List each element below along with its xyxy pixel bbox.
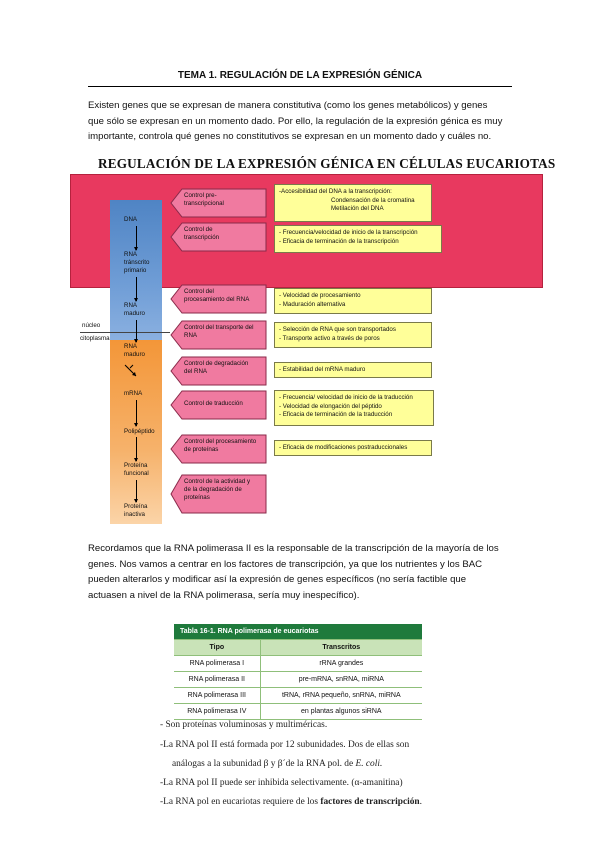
detail-box-protein-processing: - Eficacia de modificaciones postraducci… (274, 440, 432, 456)
control-rna-transport: Control del transporte del RNA (170, 320, 267, 350)
column-item-mrna: mRNA (124, 390, 143, 397)
detail-line: - Eficacia de terminación de la transcri… (279, 237, 399, 245)
paragraph-line: genes. Nos vamos a centrar en los factor… (88, 558, 483, 570)
control-label: Control de transcripción (184, 226, 220, 241)
detail-line: - Maduración alternativa (279, 300, 346, 308)
table-cell: en plantas algunos siRNA (260, 703, 422, 720)
detail-box-rna-processing: - Velocidad de procesamiento - Maduració… (274, 288, 432, 314)
detail-box-transcription: - Frecuencia/velocidad de inicio de la t… (274, 225, 442, 253)
column-item-functional-protein: Proteína funcional (124, 462, 149, 477)
flow-arrow (134, 277, 138, 302)
table-caption: Tabla 16-1. RNA polimerasa de eucariotas (174, 624, 422, 640)
detail-line: Metilación del DNA (331, 205, 384, 212)
paragraph-line: Recordamos que la RNA polimerasa II es l… (88, 543, 499, 554)
cytoplasm-label: citoplasma (80, 335, 110, 342)
detail-line: - Frecuencia/velocidad de inicio de la t… (279, 229, 418, 236)
detail-box-rna-degradation: - Estabilidad del mRNA maduro (274, 362, 432, 378)
flow-arrow (134, 437, 138, 462)
note-line: - Son proteínas voluminosas y multiméric… (160, 720, 328, 730)
paragraph-line: pueden alterarlos y modificar así la exp… (88, 574, 467, 585)
column-item-dna: DNA (124, 216, 138, 223)
table-row: RNA polimerasa II pre-mRNA, snRNA, miRNA (174, 671, 422, 688)
table-cell: RNA polimerasa III (174, 687, 261, 704)
table-cell: RNA polimerasa I (174, 655, 261, 672)
table-header: Transcritos (260, 639, 422, 656)
title-underline (88, 86, 512, 87)
detail-box-translation: - Frecuencia/ velocidad de inicio de la … (274, 390, 434, 426)
control-label: Control del procesamiento de proteínas (184, 438, 257, 453)
note-text: -La RNA pol en eucariotas requiere de lo… (160, 797, 321, 807)
table-cell: pre-mRNA, snRNA, miRNA (260, 671, 422, 688)
table-row: RNA polimerasa IV en plantas algunos siR… (174, 703, 422, 720)
intro-line: importante, controla qué genes no consti… (88, 131, 492, 142)
note-line: -La RNA pol II puede ser inhibida select… (160, 778, 403, 788)
note-text: . (419, 797, 422, 807)
table-cell: RNA polimerasa IV (174, 703, 261, 720)
detail-line: - Frecuencia/ velocidad de inicio de la … (279, 394, 413, 401)
table-row: RNA polimerasa III tRNA, rRNA pequeño, s… (174, 687, 422, 704)
figure-title: REGULACIÓN DE LA EXPRESIÓN GÉNICA EN CÉL… (98, 156, 556, 171)
note-species: E. coli. (355, 759, 383, 769)
note-text: análogas a la subunidad β y β´de la RNA … (172, 759, 356, 769)
detail-line: - Estabilidad del mRNA maduro (279, 366, 366, 373)
detail-line: - Selección de RNA que son transportados (279, 326, 396, 333)
detail-line: -Accesibilidad del DNA a la transcripció… (279, 188, 392, 195)
degradation-arrow-icon (124, 364, 137, 377)
control-pretranscriptional: Control pre- transcripcional (170, 188, 267, 218)
detail-line: - Eficacia de terminación de la traducci… (279, 411, 393, 418)
page-title: TEMA 1. REGULACIÓN DE LA EXPRESIÓN GÉNIC… (177, 70, 423, 81)
rna-pol-paragraph: Recordamos que la RNA polimerasa II es l… (88, 541, 512, 603)
detail-box-pretranscriptional: -Accesibilidad del DNA a la transcripció… (274, 184, 432, 222)
column-item-inactive-protein: Proteína inactiva (124, 503, 148, 518)
table-cell: rRNA grandes (260, 655, 422, 672)
control-label: Control de traducción (184, 400, 243, 407)
flow-arrow (134, 320, 138, 343)
detail-line: - Transporte activo a través de poros (279, 334, 380, 342)
flow-arrow (134, 226, 138, 251)
detail-line: - Eficacia de modificaciones postraducci… (279, 444, 408, 451)
control-label: Control pre- transcripcional (184, 192, 224, 207)
paragraph-line: actuasen a nivel de la RNA polimerasa, s… (88, 589, 360, 601)
note-line: -La RNA pol en eucariotas requiere de lo… (160, 797, 422, 807)
note-line: -La RNA pol II está formada por 12 subun… (160, 740, 410, 750)
detail-line: - Velocidad de procesamiento (279, 292, 361, 299)
table-cell: RNA polimerasa II (174, 671, 261, 688)
intro-line: que sólo se expresan en un momento dado.… (88, 115, 503, 127)
flow-arrow (134, 480, 138, 503)
table-cell: tRNA, rRNA pequeño, snRNA, miRNA (260, 687, 422, 704)
detail-line: Condensación de la cromatina (331, 196, 415, 204)
column-item-rna-mature-cyto: RNA maduro (124, 343, 145, 358)
intro-paragraph: Existen genes que se expresan de manera … (88, 98, 512, 145)
flow-arrow (134, 400, 138, 427)
nuclear-membrane-line (80, 332, 170, 333)
control-label: Control de la actividad y de la degradac… (184, 478, 251, 501)
note-emphasis: factores de transcripción (320, 797, 420, 807)
table-row: RNA polimerasa I rRNA grandes (174, 655, 422, 672)
table-header: Tipo (174, 639, 261, 656)
pathway-column-top (110, 200, 162, 340)
column-item-polypeptide: Polipéptido (124, 428, 155, 435)
control-rna-degradation: Control de degradación del RNA (170, 356, 267, 386)
column-item-rna-primary: RNA tránscrito primario (124, 251, 150, 274)
control-protein-activity: Control de la actividad y de la degradac… (170, 474, 267, 514)
control-label: Control del procesamiento del RNA (184, 288, 250, 303)
control-label: Control de degradación del RNA (184, 360, 249, 375)
detail-box-rna-transport: - Selección de RNA que son transportados… (274, 322, 432, 348)
note-line: análogas a la subunidad β y β´de la RNA … (172, 759, 382, 769)
rna-polymerase-table: Tabla 16-1. RNA polimerasa de eucariotas… (174, 624, 422, 720)
nucleus-label: núcleo (82, 322, 101, 329)
control-label: Control del transporte del RNA (184, 324, 254, 339)
control-rna-processing: Control del procesamiento del RNA (170, 284, 267, 314)
intro-line: Existen genes que se expresan de manera … (88, 100, 488, 111)
detail-line: - Velocidad de elongación del péptido (279, 402, 382, 410)
control-protein-processing: Control del procesamiento de proteínas (170, 434, 267, 464)
control-transcription: Control de transcripción (170, 222, 267, 252)
control-translation: Control de traducción (170, 390, 267, 420)
column-item-rna-mature: RNA maduro (124, 302, 145, 317)
